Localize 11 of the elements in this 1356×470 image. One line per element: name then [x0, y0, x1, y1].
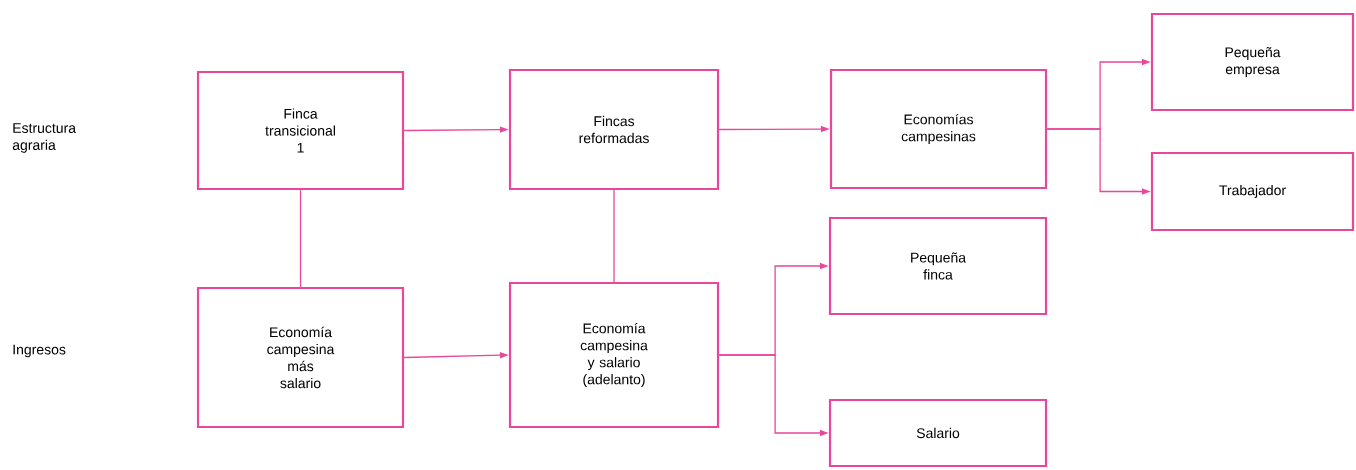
process-box: Fincas reformadas [508, 68, 720, 191]
row-label: Estructura agraria [12, 123, 77, 153]
process-box: Economía campesina más salario [196, 286, 405, 429]
process-box: Pequeña empresa [1150, 12, 1355, 112]
row-label: Ingresos [13, 344, 66, 358]
process-box: Economías campesinas [829, 68, 1048, 190]
process-box: Economía campesina y salario (adelanto) [508, 281, 720, 429]
process-box: Finca transicional 1 [196, 70, 405, 191]
process-box: Salario [828, 398, 1048, 468]
process-box: Pequeña finca [828, 216, 1048, 316]
process-box: Trabajador [1150, 151, 1355, 232]
